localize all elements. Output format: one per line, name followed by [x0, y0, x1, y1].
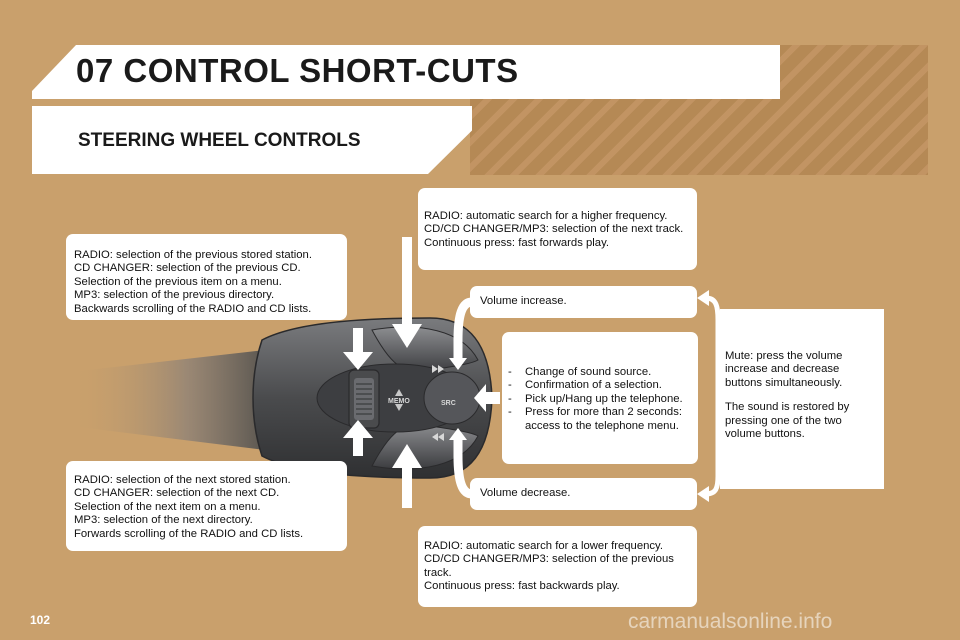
arrow-icon — [697, 486, 709, 502]
volume-decrease-label: Volume decrease. — [480, 487, 571, 499]
volume-connectors — [453, 297, 473, 499]
description-line: CD CHANGER: selection of the previous CD… — [74, 262, 301, 275]
description-line: CD/CD CHANGER/MP3: selection of the next… — [424, 223, 684, 236]
list-item: Change of sound source. — [508, 366, 692, 380]
description-line: Forwards scrolling of the RADIO and CD l… — [74, 527, 304, 540]
arrow-icon — [343, 328, 373, 370]
volume-decrease-box: Volume decrease. — [470, 478, 697, 510]
description-line: Selection of the previous item on a menu… — [74, 275, 282, 288]
section-title: STEERING WHEEL CONTROLS — [78, 130, 361, 151]
control-stalk: MEMO SRC — [70, 317, 493, 479]
description-line: Continuous press: fast forwards play. — [424, 236, 610, 249]
arrow-icon — [392, 444, 422, 508]
list-item: Pick up/Hang up the telephone. — [508, 393, 692, 407]
rewind-icon — [432, 433, 444, 441]
mute-paragraph: Mute: press the volume increase and decr… — [725, 350, 878, 390]
description-line: MP3: selection of the next directory. — [74, 514, 253, 527]
up-triangle-icon — [395, 389, 403, 396]
watermark: carmanualsonline.info — [628, 610, 833, 633]
description-line: Selection of the next item on a menu. — [74, 500, 261, 513]
title-bar — [32, 45, 780, 99]
description-line: RADIO: automatic search for a lower freq… — [424, 540, 664, 552]
memo-label: MEMO — [388, 398, 410, 405]
page-title: 07 CONTROL SHORT-CUTS — [76, 52, 519, 89]
source-list: Change of sound source. Confirmation of … — [508, 366, 692, 420]
arrow-icon — [392, 237, 422, 348]
arrows — [343, 237, 500, 508]
page-number: 102 — [30, 613, 51, 627]
list-item: Press for more than 2 seconds: — [508, 406, 692, 420]
description-line: Backwards scrolling of the RADIO and CD … — [74, 302, 312, 315]
arrow-icon — [697, 290, 709, 306]
description-line: MP3: selection of the previous directory… — [74, 289, 275, 302]
mute-description-box: Mute: press the volume increase and decr… — [720, 309, 884, 489]
list-item: Confirmation of a selection. — [508, 379, 692, 393]
description-line: volume buttons. — [725, 428, 805, 441]
source-description-box: Change of sound source. Confirmation of … — [502, 332, 698, 464]
fast-forward-icon — [432, 365, 444, 373]
description-line: CD CHANGER: selection of the next CD. — [74, 487, 280, 500]
description-line: Mute: press the volume — [725, 350, 843, 362]
description-line: buttons simultaneously. — [725, 376, 843, 389]
subtitle-bar — [32, 106, 472, 174]
description-line: increase and decrease — [725, 363, 840, 376]
search-down-description-box: RADIO: automatic search for a lower freq… — [418, 526, 697, 607]
arrow-icon — [474, 384, 500, 412]
restore-paragraph: The sound is restored by pressing one of… — [725, 401, 878, 441]
down-triangle-icon — [395, 404, 403, 411]
arrow-icon — [449, 358, 467, 370]
description-line: pressing one of the two — [725, 414, 842, 427]
description-line: RADIO: selection of the previous stored … — [74, 249, 312, 261]
next-description-box: RADIO: selection of the next stored stat… — [66, 461, 347, 551]
list-item-continuation: access to the telephone menu. — [525, 419, 679, 432]
arrow-icon — [343, 420, 373, 456]
search-up-description-box: RADIO: automatic search for a higher fre… — [418, 188, 697, 270]
description-line: The sound is restored by — [725, 401, 850, 414]
volume-increase-label: Volume increase. — [480, 295, 567, 307]
volume-increase-box: Volume increase. — [470, 286, 697, 318]
mute-bracket — [705, 295, 721, 497]
description-line: track. — [424, 566, 452, 579]
src-label: SRC — [441, 400, 456, 407]
description-line: RADIO: automatic search for a higher fre… — [424, 210, 668, 222]
previous-description-box: RADIO: selection of the previous stored … — [66, 234, 347, 320]
arrow-icon — [449, 428, 467, 440]
description-line: RADIO: selection of the next stored stat… — [74, 474, 291, 486]
description-line: Continuous press: fast backwards play. — [424, 580, 620, 593]
description-line: CD/CD CHANGER/MP3: selection of the prev… — [424, 553, 674, 566]
